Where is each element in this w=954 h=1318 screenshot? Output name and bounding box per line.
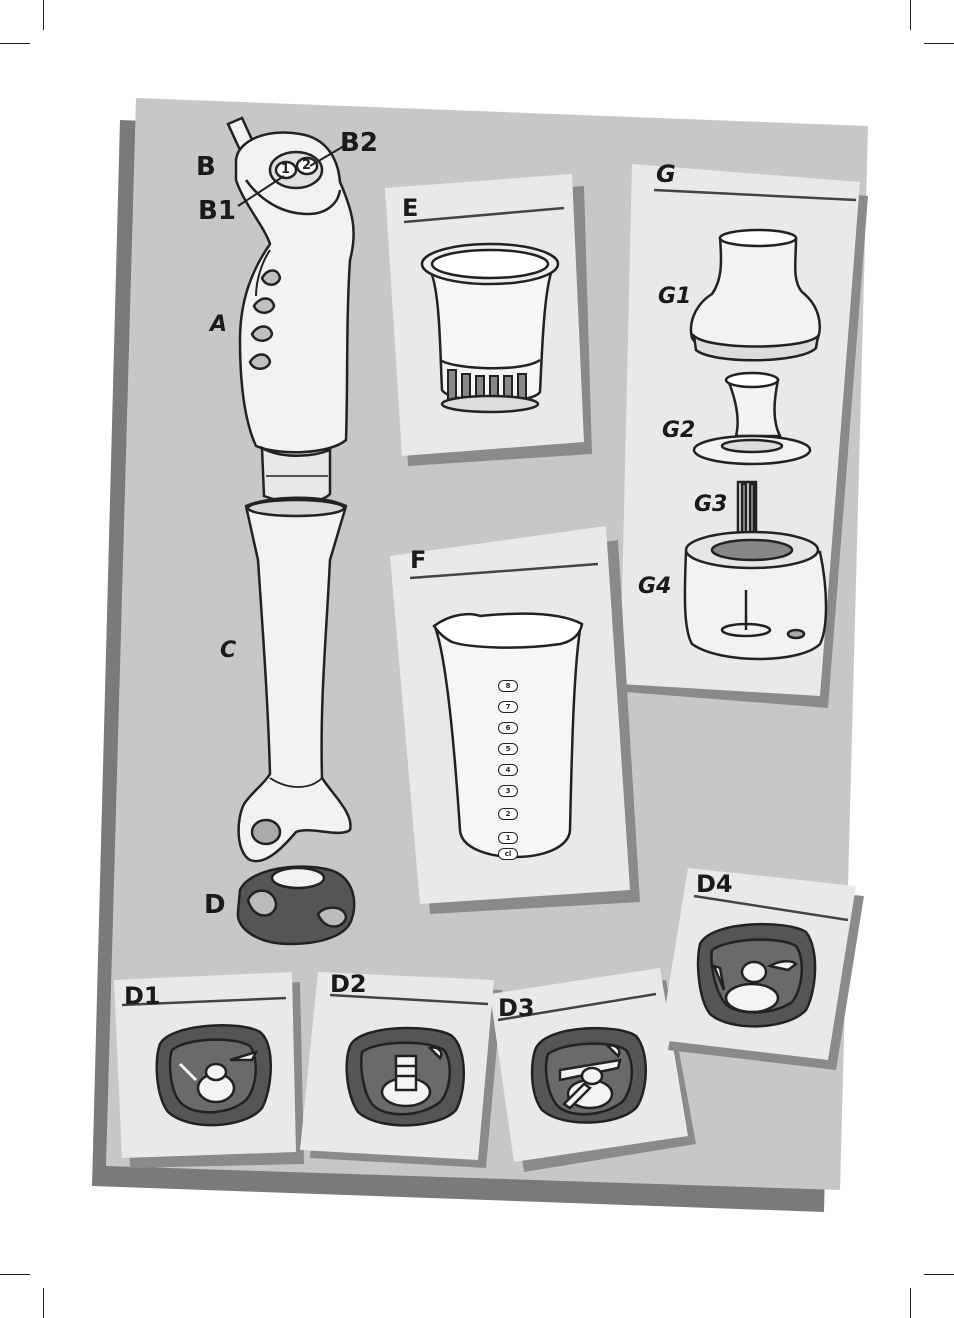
beaker-mark: 8 [498,680,518,692]
crop-mark-tl-v [43,0,44,30]
card-d3-title: D3 [498,994,535,1022]
beaker-mark: 6 [498,722,518,734]
label-a: A [210,312,228,337]
beaker-mark: cl [498,848,518,860]
beaker-mark: 4 [498,764,518,776]
label-g1: G1 [658,284,692,309]
crop-mark-tr-h [924,43,954,44]
chopper-blade-cover [692,371,812,466]
label-g4: G4 [638,574,672,599]
beaker-mark: 3 [498,785,518,797]
label-b1: B1 [198,196,236,226]
card-d2-title: D2 [330,970,367,998]
card-f-title: F [410,546,427,574]
beaker-mark: 1 [498,832,518,844]
crop-mark-bl-h [0,1274,30,1275]
card-d4-title: D4 [696,870,733,898]
card-d3-rule [497,992,657,1022]
chopper-bowl [683,530,828,661]
card-d1-rule [121,996,287,1007]
label-g3: G3 [694,492,728,517]
chopper-lid [689,228,821,362]
speed-button-1: 1 [281,162,291,177]
b1-pointer [237,175,285,207]
crop-mark-bl-v [43,1288,44,1318]
d2-whisk-bowl [345,1026,465,1127]
card-g-title: G [656,160,676,188]
card-f-rule [409,562,599,580]
label-b2: B2 [340,128,378,158]
card-d2-rule [329,993,489,1006]
card-e-title: E [402,194,419,222]
motor-body [226,116,355,504]
gearbox-adaptor [236,865,356,946]
crop-mark-br-v [910,1288,911,1318]
label-c: C [220,638,237,663]
crop-mark-tl-h [0,43,30,44]
strainer-insert [420,242,560,414]
beaker-mark: 2 [498,808,518,820]
label-d: D [204,890,226,920]
beaker-mark: 5 [498,743,518,755]
d1-blade-bowl [155,1024,272,1127]
d4-blade-bowl [696,922,817,1028]
crop-mark-br-h [924,1274,954,1275]
label-b: B [196,152,216,182]
d3-blade-bowl [530,1026,647,1124]
card-d4-rule [693,894,849,922]
beaker-mark: 7 [498,701,518,713]
card-d1-title: D1 [124,982,161,1010]
card-g-rule [653,188,857,202]
crop-mark-tr-v [910,0,911,30]
card-e-rule [403,206,565,224]
label-g2: G2 [662,418,696,443]
speed-button-2: 2 [302,158,312,173]
blending-foot [237,496,352,863]
b2-pointer [309,145,345,167]
beaker-scale: 8 7 6 5 4 3 2 1 cl [498,680,522,860]
